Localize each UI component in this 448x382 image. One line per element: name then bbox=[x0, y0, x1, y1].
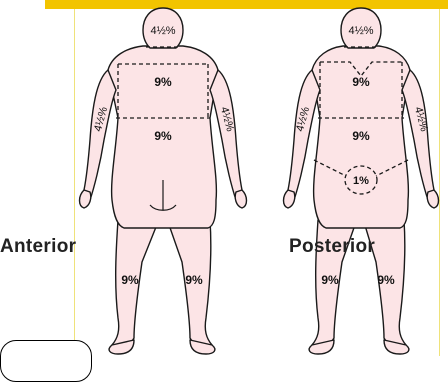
left-head-percent: 4½% bbox=[150, 25, 175, 37]
right-upper-back-percent: 9% bbox=[352, 75, 370, 89]
right-figure-hand-left bbox=[284, 190, 295, 208]
right-lower-back-percent: 9% bbox=[352, 129, 370, 143]
right-figure-hand-right bbox=[427, 190, 438, 208]
left-chest-percent: 9% bbox=[154, 75, 172, 89]
right-perineum-percent: 1% bbox=[353, 175, 369, 187]
anterior-label: Anterior bbox=[0, 236, 76, 258]
right-leg-right-percent: 9% bbox=[377, 273, 395, 287]
right-leg-left-percent: 9% bbox=[321, 273, 339, 287]
left-figure-arm-left bbox=[82, 70, 116, 201]
right-head-percent: 4½% bbox=[348, 25, 373, 37]
posterior-label: Posterior bbox=[289, 236, 375, 258]
left-leg-right-percent: 9% bbox=[185, 273, 203, 287]
left-figure-hand-left bbox=[80, 190, 91, 208]
left-abdomen-percent: 9% bbox=[154, 129, 172, 143]
rule-of-nines-diagram: 4½% 9% 9% 4½% 4½% 9% 9% 4½% 9% 9% 1% 4½%… bbox=[0, 0, 448, 356]
callout-box bbox=[0, 340, 92, 382]
left-leg-left-percent: 9% bbox=[121, 273, 139, 287]
left-figure-hand-right bbox=[235, 190, 246, 208]
